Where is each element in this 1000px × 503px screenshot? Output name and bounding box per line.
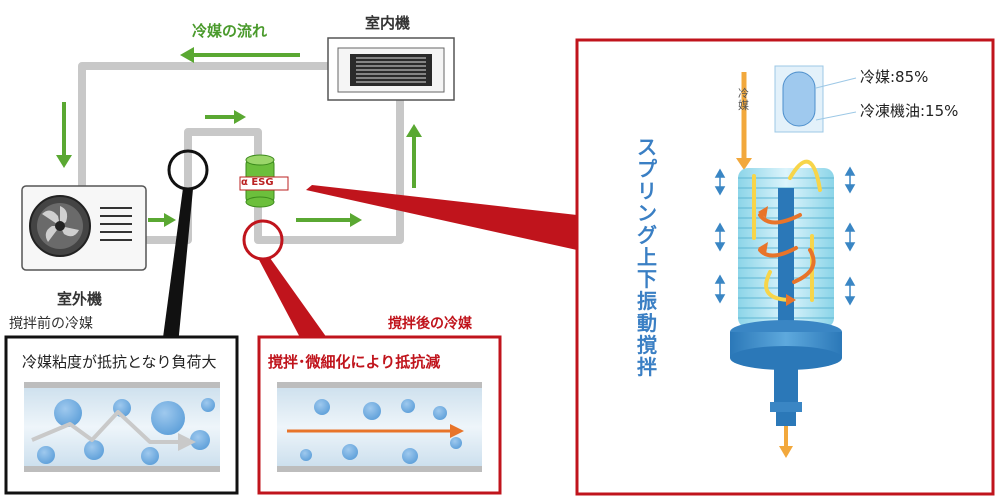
detail-panel bbox=[575, 38, 995, 496]
oil-ratio: 冷凍機油:15% bbox=[860, 102, 959, 120]
refrigerant-ratio: 冷媒:85% bbox=[860, 68, 929, 86]
before-title: 撹拌前の冷媒 bbox=[9, 316, 93, 332]
after-caption: 撹拌･微細化により抵抗減 bbox=[268, 353, 441, 371]
spring-caption: スプリング上下振動撹拌 bbox=[637, 135, 657, 379]
after-title: 撹拌後の冷媒 bbox=[388, 316, 472, 332]
esg-device bbox=[239, 154, 289, 208]
before-callout-pointer bbox=[162, 188, 193, 345]
before-panel bbox=[4, 335, 239, 495]
after-callout-pointer bbox=[258, 258, 332, 345]
indoor-unit bbox=[327, 37, 455, 101]
flow-label: 冷媒の流れ bbox=[192, 22, 268, 40]
detail-callout-pointer bbox=[306, 185, 577, 250]
outdoor-unit-label: 室外機 bbox=[57, 290, 103, 308]
vertical-refrigerant-label: 冷媒 bbox=[738, 87, 749, 112]
outdoor-unit bbox=[21, 185, 147, 271]
flow-arrows bbox=[56, 47, 422, 227]
refrigerant-piping bbox=[78, 62, 404, 244]
device-logo: α ESG bbox=[241, 177, 274, 188]
before-caption: 冷媒粘度が抵抗となり負荷大 bbox=[22, 353, 217, 371]
after-panel bbox=[257, 335, 502, 495]
indoor-unit-label: 室内機 bbox=[365, 14, 411, 32]
